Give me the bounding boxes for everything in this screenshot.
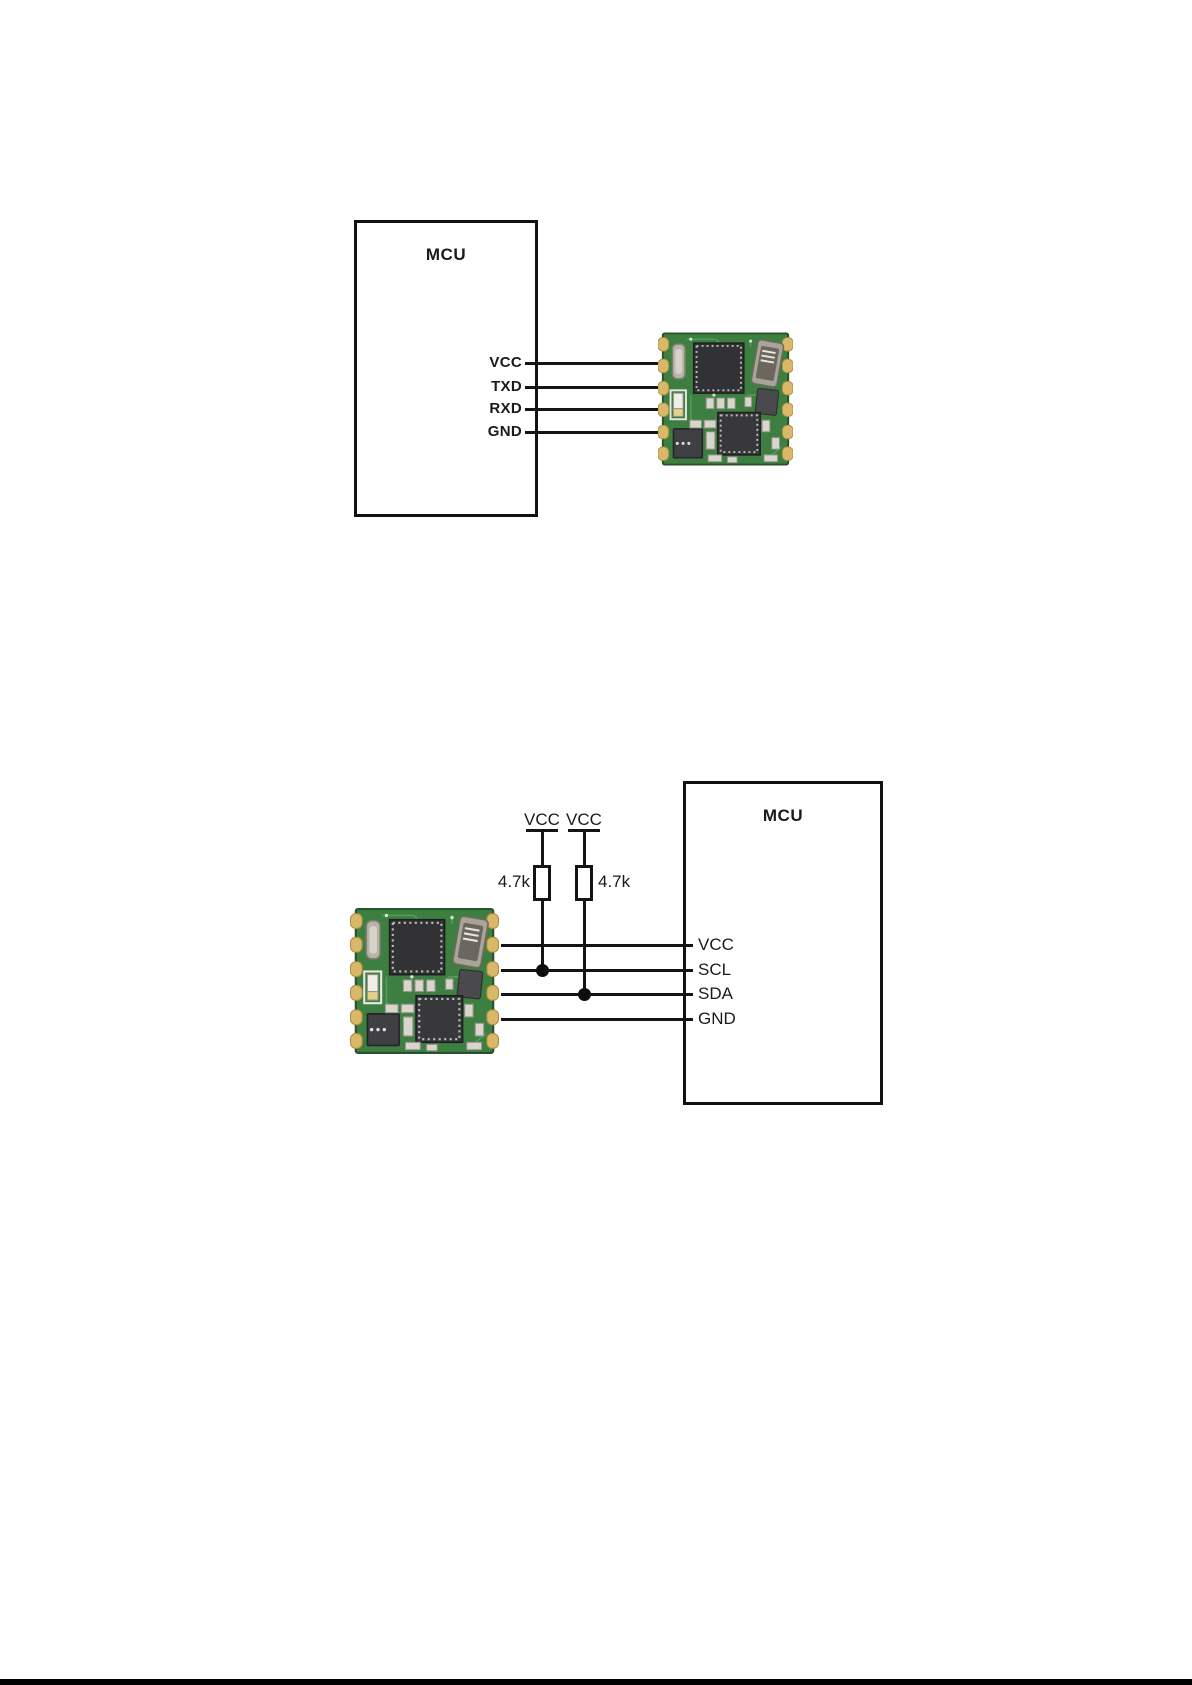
mcu-box-top: MCU: [354, 220, 538, 517]
pin-label-sda: SDA: [698, 984, 733, 1003]
wire-vcc: [501, 944, 693, 947]
pin-label-txd: TXD: [491, 378, 522, 395]
mcu-box-bottom: MCU: [683, 781, 883, 1105]
pin-label-vcc: VCC: [489, 354, 522, 371]
wire-txd: [525, 386, 658, 389]
resistor-value: 4.7k: [497, 872, 530, 891]
vcc-supply-label: VCC: [524, 810, 560, 829]
vcc-supply-label: VCC: [566, 810, 602, 829]
pcb-module-photo: [658, 331, 793, 467]
resistor-stem-bottom: [583, 901, 586, 995]
pin-label-gnd: GND: [487, 423, 522, 440]
mcu-label: MCU: [762, 806, 804, 825]
mcu-label: MCU: [425, 245, 467, 264]
wire-scl: [501, 969, 693, 972]
junction-dot-sda: [578, 988, 591, 1001]
resistor-body: [533, 865, 551, 901]
wire-sda: [501, 993, 693, 996]
wire-gnd: [525, 431, 658, 434]
pin-label-gnd: GND: [698, 1009, 736, 1028]
resistor-value: 4.7k: [598, 872, 631, 891]
pcb-module-photo: [348, 907, 501, 1055]
pin-label-scl: SCL: [698, 960, 732, 979]
resistor-body: [575, 865, 593, 901]
wire-gnd: [501, 1018, 693, 1021]
pin-label-rxd: RXD: [489, 400, 522, 417]
wire-vcc: [525, 362, 658, 365]
footer-bar: [0, 1679, 1192, 1685]
resistor-stem-bottom: [541, 901, 544, 971]
wire-rxd: [525, 408, 658, 411]
resistor-stem-top: [583, 829, 586, 865]
junction-dot-scl: [536, 964, 549, 977]
pin-label-vcc: VCC: [698, 935, 734, 954]
resistor-stem-top: [541, 829, 544, 865]
